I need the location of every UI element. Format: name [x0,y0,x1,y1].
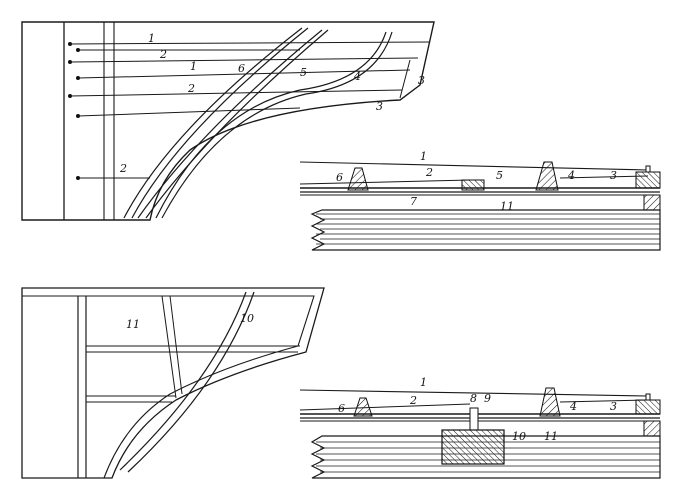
fig-a-bridge-6 [347,167,369,191]
fig-b-post-8-9 [469,407,479,431]
fig-a-section-label: 4 [567,169,575,182]
fig-b-curved-bridge [119,291,247,471]
fig-a-label: 2 [119,162,127,175]
fig-a-label: 2 [159,48,167,61]
fig-b-section-label: 10 [512,430,526,443]
fig-a-label: 1 [190,60,197,73]
fig-b-label: 10 [240,312,254,325]
fig-a-label: 4 [353,70,361,83]
fig-b-section-labels: 1 2 6 8 9 4 3 10 11 [338,376,617,443]
fig-a-section-label: 5 [496,169,503,182]
fig-a-section-keyframe [310,209,661,251]
fig-b-bridge-6 [353,397,373,417]
fig-a-section-label: 3 [610,169,617,182]
fig-a-bridge-3 [635,171,661,189]
fig-b-section-label: 8 [470,392,477,405]
fig-a-curved-bridges [123,27,411,219]
fig-a-section-string-2 [299,179,471,185]
fig-a-plan-view: 1 2 1 6 5 4 3 2 3 2 [21,21,435,221]
fig-a-label: 6 [238,62,245,75]
fig-a-section-labels: 1 2 6 5 4 3 7 11 [336,150,617,213]
fig-a-label: 2 [187,82,195,95]
fig-a-label: 1 [148,32,155,45]
fig-a-section-label: 11 [500,200,514,213]
fig-b-section-label: 3 [610,400,617,413]
fig-b-plan-view: 11 10 [21,287,325,479]
fig-b-section-label: 9 [484,392,491,405]
fig-a-section-label: 6 [336,171,343,184]
fig-b-section-label: 2 [409,394,417,407]
fig-a-label: 3 [418,74,425,87]
fig-a-strings [68,41,431,180]
fig-b-section-label: 11 [544,430,558,443]
fig-b-plan-labels: 11 10 [126,312,254,331]
fig-b-section-label: 1 [420,376,427,389]
fig-a-bridge-5 [461,179,485,191]
fig-a-section-string-1 [299,161,649,171]
fig-a-section-label: 1 [420,150,427,163]
fig-a-bridge-4 [535,161,559,191]
fig-a-section-label: 2 [425,166,433,179]
fig-a-plan-labels: 1 2 1 6 5 4 3 2 3 2 [119,32,425,175]
fig-b-section-label: 6 [338,402,345,415]
fig-b-section-view: 1 2 6 8 9 4 3 10 11 [299,376,661,479]
fig-b-bridge-3 [635,399,661,415]
fig-b-block-10 [441,429,505,465]
fig-b-bridge-4 [539,387,561,417]
fig-a-case-outline [21,21,435,221]
fig-a-section-label: 7 [410,195,417,208]
fig-a-label: 3 [376,100,383,113]
fig-a-label: 5 [300,66,307,79]
fig-b-label: 11 [126,318,140,331]
fig-a-section-view: 1 2 6 5 4 3 7 11 [299,150,661,251]
fig-b-section-label: 4 [569,400,577,413]
fig-b-case-outer [21,287,325,479]
fig-b-case-inner [22,295,315,479]
